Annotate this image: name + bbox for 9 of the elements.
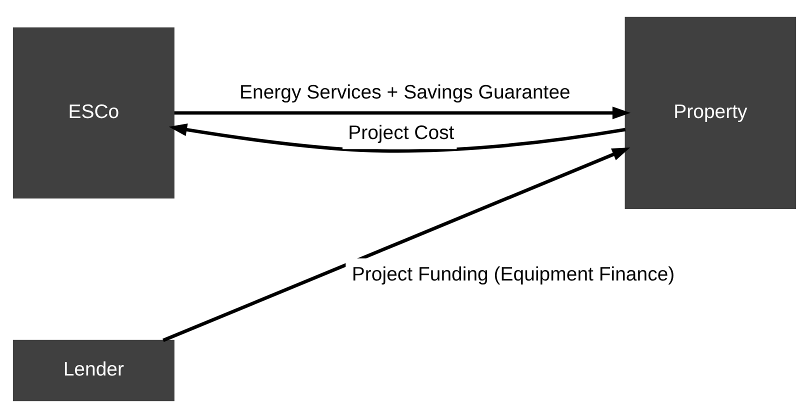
arrow — [162, 146, 630, 342]
arrow — [168, 122, 626, 152]
node-box: Lender — [12, 339, 174, 401]
edge-label: Project Funding (Equipment Finance) — [352, 262, 675, 285]
edge-label: Project Cost — [348, 121, 454, 144]
node-box: ESCo — [12, 26, 174, 198]
node-box: Property — [624, 16, 796, 208]
arrow — [174, 106, 631, 119]
edge-label: Energy Services + Savings Guarantee — [240, 81, 570, 104]
